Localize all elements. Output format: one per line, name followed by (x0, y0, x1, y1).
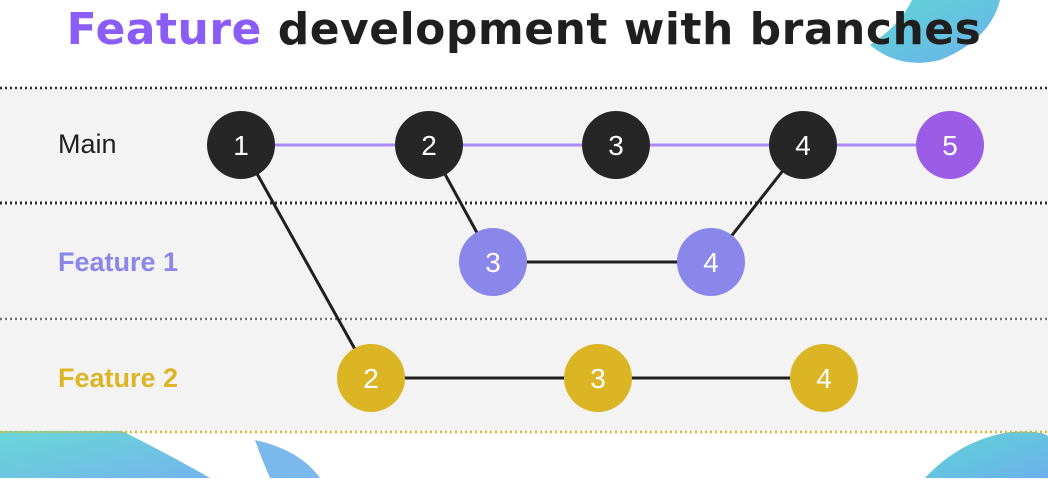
commit-circle (564, 344, 632, 412)
commit-label: 4 (795, 130, 811, 161)
commit-label: 2 (421, 130, 437, 161)
lane-label-main: Main (58, 129, 117, 159)
commit-node-m4: 4 (769, 111, 837, 179)
commit-label: 3 (485, 247, 501, 278)
lane-label-feature2: Feature 2 (58, 363, 178, 393)
commit-circle (677, 228, 745, 296)
commit-node-f1c4: 4 (677, 228, 745, 296)
commit-circle (395, 111, 463, 179)
commit-circle (207, 111, 275, 179)
commit-label: 2 (363, 363, 379, 394)
commit-node-f2c2: 2 (337, 344, 405, 412)
commit-node-m3: 3 (582, 111, 650, 179)
lane-band-feature2 (0, 321, 1048, 431)
edge-m1-f2c2 (239, 143, 373, 380)
commit-node-m2: 2 (395, 111, 463, 179)
commit-node-f2c4: 4 (790, 344, 858, 412)
commit-label: 4 (816, 363, 832, 394)
commit-node-m5: 5 (916, 111, 984, 179)
commit-circle (582, 111, 650, 179)
title-highlight: Feature (66, 4, 262, 55)
decor-shape-bottom-right (925, 431, 1048, 478)
title-rest: development with branches (277, 4, 982, 55)
commit-label: 4 (703, 247, 719, 278)
commit-label: 3 (608, 130, 624, 161)
commit-nodes: 1 2 3 4 5 3 4 2 3 4 (207, 111, 984, 412)
decor-shape-bottom-mid (255, 440, 320, 478)
commit-circle (916, 111, 984, 179)
decor-shape-bottom-left (0, 430, 210, 478)
lane-labels: Main Feature 1 Feature 2 (58, 129, 178, 393)
commit-label: 1 (233, 130, 249, 161)
commit-node-f2c3: 3 (564, 344, 632, 412)
lane-label-feature1: Feature 1 (58, 247, 178, 277)
page-title: Feature development with branches (0, 4, 1048, 55)
commit-label: 5 (942, 130, 958, 161)
commit-circle (337, 344, 405, 412)
commit-circle (459, 228, 527, 296)
commit-circle (769, 111, 837, 179)
commit-label: 3 (590, 363, 606, 394)
commit-node-f1c3: 3 (459, 228, 527, 296)
decor-shape-top-right (870, 0, 1000, 63)
commit-circle (790, 344, 858, 412)
commit-node-m1: 1 (207, 111, 275, 179)
